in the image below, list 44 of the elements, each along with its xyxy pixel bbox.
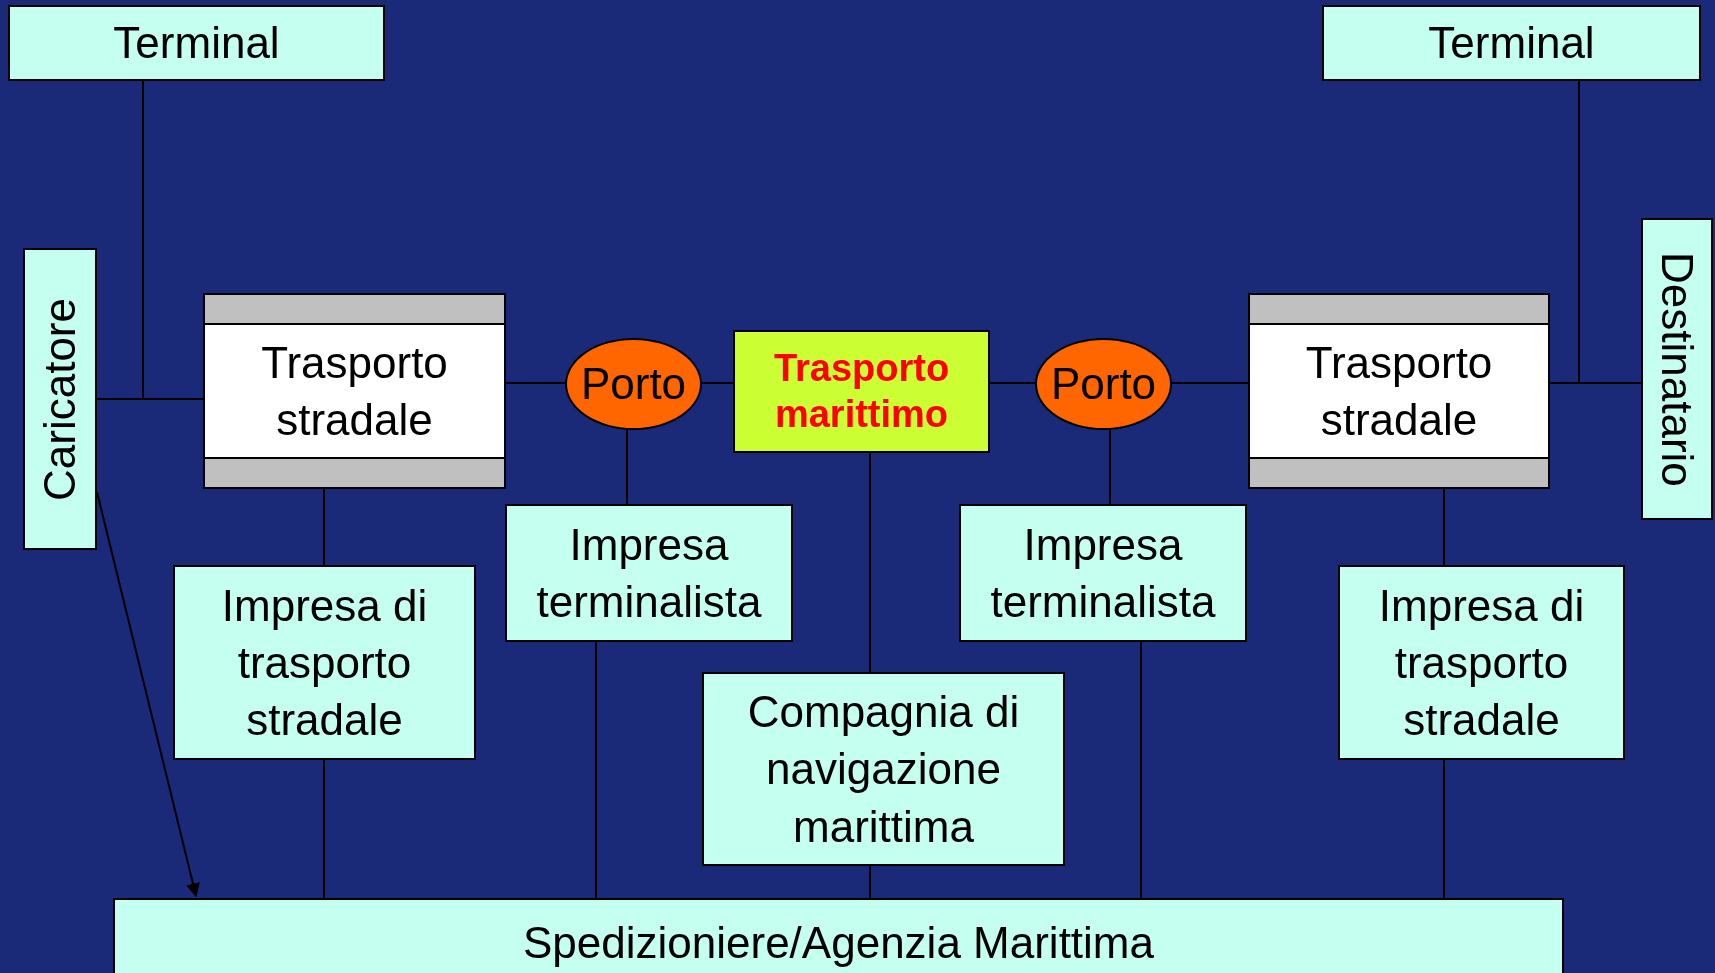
connector-line xyxy=(323,488,325,566)
company-box xyxy=(959,504,1247,642)
connector-line xyxy=(1109,429,1111,505)
company-box xyxy=(173,565,476,760)
node-label: Trasporto stradale xyxy=(1304,336,1494,446)
node-label: Impresa terminalista xyxy=(535,518,763,628)
company-box xyxy=(1338,565,1625,760)
connector-line xyxy=(1443,488,1445,566)
connector-line xyxy=(142,80,204,400)
transport-box xyxy=(733,330,990,453)
connector-line xyxy=(505,382,566,384)
connector-line xyxy=(701,382,734,384)
node-label: Trasporto marittimo xyxy=(772,345,951,437)
connector-line xyxy=(1578,80,1642,384)
transport-box xyxy=(1248,293,1550,489)
transport-box xyxy=(203,293,506,489)
consignee-box xyxy=(1641,218,1713,520)
connector-line xyxy=(323,759,325,899)
node-label: Porto xyxy=(580,358,687,411)
node-label: Terminal xyxy=(113,17,280,70)
connector-line xyxy=(1443,759,1445,899)
node-label: Terminal xyxy=(1428,17,1595,70)
node-label: Trasporto stradale xyxy=(260,336,449,446)
shipper-box xyxy=(23,248,97,550)
node-label: Impresa di trasporto stradale xyxy=(1377,579,1586,747)
connector-line xyxy=(1140,641,1142,899)
node-label: Impresa di trasporto stradale xyxy=(220,579,429,747)
node-label: Spedizioniere/Agenzia Marittima xyxy=(523,917,1154,970)
terminal-box xyxy=(8,5,385,81)
terminal-box xyxy=(1322,5,1701,81)
agency-box xyxy=(113,898,1564,973)
connector-line xyxy=(869,452,871,673)
connector-line xyxy=(626,429,628,505)
company-box xyxy=(702,672,1065,866)
node-label: Impresa terminalista xyxy=(989,518,1217,628)
node-label: Destinatario xyxy=(1651,251,1703,487)
connector-line xyxy=(869,865,871,899)
connector-line xyxy=(595,641,597,899)
node-label: Caricatore xyxy=(34,297,86,501)
company-box xyxy=(505,504,793,642)
connector-line xyxy=(1171,382,1249,384)
connector-line xyxy=(989,382,1036,384)
node-label: Porto xyxy=(1050,358,1157,411)
node-label: Compagnia di navigazione marittima xyxy=(746,686,1021,853)
